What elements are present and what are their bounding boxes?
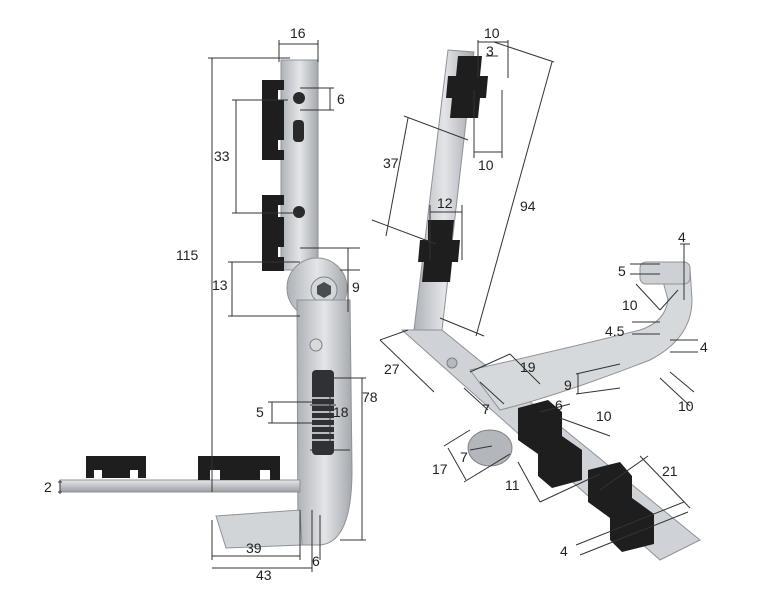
upper-strip xyxy=(280,59,319,271)
dim-pivot-width: 9 xyxy=(352,279,360,295)
left-dimension-labels: 16 6 33 115 13 9 5 18 78 2 39 43 6 xyxy=(44,25,378,583)
dim-block-width: 12 xyxy=(437,195,453,211)
screw-thread xyxy=(312,397,334,441)
dim-pitch: 37 xyxy=(383,155,399,171)
dim-foot-thickness: 6 xyxy=(312,553,320,569)
dim-block-length: 21 xyxy=(662,463,678,479)
arm-hole xyxy=(309,338,323,352)
curved-arm xyxy=(469,267,693,411)
dim-base-thickness: 4 xyxy=(560,543,568,559)
dim-arm-length: 19 xyxy=(520,359,536,375)
plastic-clip xyxy=(418,220,460,282)
plastic-block xyxy=(86,456,146,478)
dim-pivot-height: 13 xyxy=(212,277,228,293)
dim-plate-offset: 17 xyxy=(432,461,448,477)
dim-pin-slot: 6 xyxy=(555,397,563,413)
dim-foot-outer: 43 xyxy=(256,567,272,583)
dim-bracket-height: 9 xyxy=(564,377,572,393)
dim-screw-length: 18 xyxy=(333,404,349,420)
dim-block-pitch: 11 xyxy=(505,477,520,493)
hex-socket xyxy=(317,282,331,298)
right-dimension-lines xyxy=(371,40,698,556)
strip-hole xyxy=(293,92,305,104)
dim-top-width: 16 xyxy=(290,25,306,41)
right-dimension-labels: 10 3 10 37 12 94 27 19 7 9 6 10 17 7 11 … xyxy=(383,25,708,559)
hook xyxy=(639,261,691,285)
foot-plate xyxy=(215,509,303,549)
left-dimension-lines xyxy=(58,40,366,572)
dim-hook-thickness: 4 xyxy=(678,229,686,245)
left-hinge-part xyxy=(59,59,353,549)
plate-pin xyxy=(446,357,458,369)
plastic-block xyxy=(588,462,654,552)
dim-overall-length: 94 xyxy=(520,198,536,214)
dim-hook-slot: 5 xyxy=(618,263,626,279)
dim-screw-offset: 5 xyxy=(256,404,264,420)
base-plate xyxy=(59,479,301,493)
dim-overall-height: 115 xyxy=(176,247,199,263)
dim-pin-width: 10 xyxy=(478,157,494,173)
dim-pitch: 33 xyxy=(214,148,230,164)
right-hinge-part xyxy=(400,49,701,561)
dim-slot-width: 7 xyxy=(482,401,490,417)
pivot-disc xyxy=(467,429,513,467)
strip-slot xyxy=(293,120,304,142)
dim-foot-inner: 39 xyxy=(246,540,262,556)
plastic-block xyxy=(518,400,582,488)
strip-hole xyxy=(293,206,305,218)
plastic-block xyxy=(198,456,280,480)
dim-hook-side: 4 xyxy=(700,339,708,355)
dim-top-width: 10 xyxy=(484,25,500,41)
dim-plate-gap: 7 xyxy=(460,449,468,465)
dim-slot: 6 xyxy=(337,91,345,107)
dim-pin-spacing: 10 xyxy=(596,408,612,424)
dim-top-slot: 3 xyxy=(486,43,494,59)
plastic-clip xyxy=(262,195,284,271)
dim-arm-offset: 27 xyxy=(384,361,400,377)
dim-arm-height: 78 xyxy=(362,389,378,405)
dim-hook-width: 10 xyxy=(622,297,638,313)
dim-plate-thickness: 2 xyxy=(44,479,52,495)
dim-hook-gap: 4.5 xyxy=(605,323,625,339)
dim-hook-length: 10 xyxy=(678,398,694,414)
